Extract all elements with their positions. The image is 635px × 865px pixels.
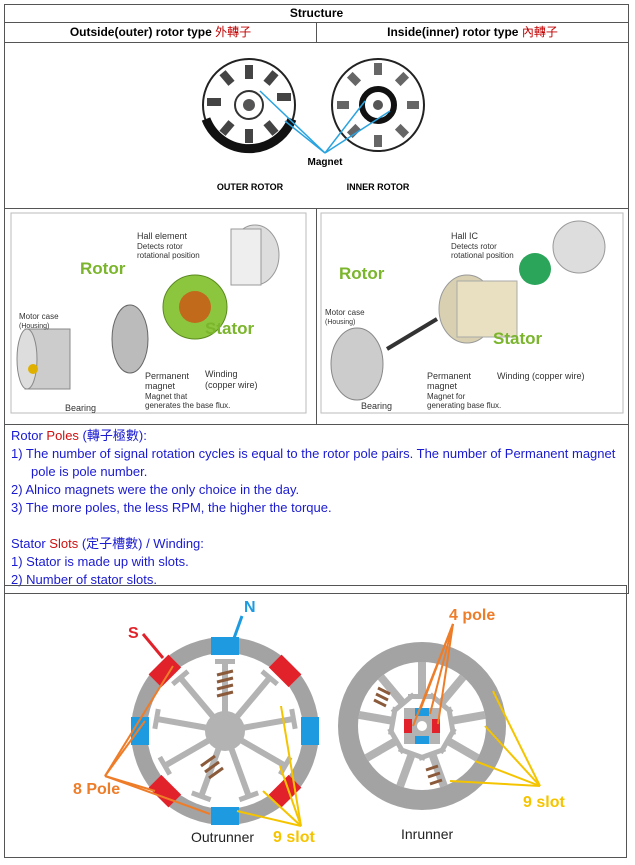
svg-text:Bearing: Bearing (65, 403, 96, 413)
hall-ic-label: Hall IC (451, 231, 479, 241)
rotor-poles-heading: Rotor Poles (轉子極數): (11, 427, 622, 445)
nine-slot-right-label: 9 slot (523, 794, 565, 811)
rotor-label-right: Rotor (339, 264, 385, 283)
svg-text:Detects rotor: Detects rotor (451, 242, 497, 251)
nine-slot-left-label: 9 slot (273, 829, 315, 846)
rotor-diagram-svg: Magnet OUTER ROTOR INNER ROTOR (5, 43, 626, 203)
outrunner-diagram: N S 8 Pole 9 slot Outrunner (73, 599, 319, 846)
svg-text:Permanent: Permanent (145, 371, 190, 381)
rotor-label-left: Rotor (80, 259, 126, 278)
outer-rotor-header: Outside(outer) rotor type 外轉子 (5, 23, 317, 43)
outer-rotor-label: OUTER ROTOR (217, 182, 284, 192)
svg-text:Magnet for: Magnet for (427, 392, 466, 401)
structure-title: Structure (5, 5, 629, 23)
four-pole-label: 4 pole (449, 607, 495, 624)
svg-text:Detects rotor: Detects rotor (137, 242, 183, 251)
svg-text:Winding (copper wire): Winding (copper wire) (497, 371, 585, 381)
svg-text:Bearing: Bearing (361, 401, 392, 411)
svg-text:magnet: magnet (427, 381, 458, 391)
rotor-note-2: 2) Alnico magnets were the only choice i… (11, 481, 622, 499)
rotor-note-3: 3) The more poles, the less RPM, the hig… (11, 499, 622, 517)
stator-label-left: Stator (205, 319, 255, 338)
stator-slots-heading: Stator Slots (定子槽數) / Winding: (11, 535, 622, 553)
svg-text:rotational position: rotational position (137, 251, 200, 260)
stator-label-right: Stator (493, 329, 543, 348)
svg-text:generating base flux.: generating base flux. (427, 401, 501, 410)
inner-exploded-svg: Hall IC Detects rotor rotational positio… (317, 209, 628, 419)
inrunner-label: Inrunner (401, 826, 453, 842)
svg-text:Motor case: Motor case (19, 312, 59, 321)
inner-rotor-header: Inside(inner) rotor type 內轉子 (317, 23, 629, 43)
svg-text:(copper wire): (copper wire) (205, 380, 258, 390)
runner-svg: N S 8 Pole 9 slot Outrunner (5, 586, 626, 857)
svg-text:(Housing): (Housing) (19, 323, 49, 330)
inner-exploded-view: Hall IC Detects rotor rotational positio… (317, 209, 629, 425)
svg-text:magnet: magnet (145, 381, 176, 391)
svg-text:Winding: Winding (205, 369, 238, 379)
runner-comparison-panel: N S 8 Pole 9 slot Outrunner (4, 585, 627, 858)
magnet-label: Magnet (308, 157, 344, 168)
inrunner-diagram: 4 pole 9 slot Inrunner (348, 607, 565, 842)
svg-text:rotational position: rotational position (451, 251, 514, 260)
hall-element-label: Hall element (137, 231, 188, 241)
rotor-comparison-diagram: Magnet OUTER ROTOR INNER ROTOR (5, 43, 629, 209)
svg-text:Motor case: Motor case (325, 308, 365, 317)
rotor-note-1: 1) The number of signal rotation cycles … (11, 445, 622, 481)
outer-exploded-view: Hall element Detects rotor rotational po… (5, 209, 317, 425)
stator-note-1: 1) Stator is made up with slots. (11, 553, 622, 571)
eight-pole-label: 8 Pole (73, 781, 120, 798)
outrunner-label: Outrunner (191, 829, 254, 845)
notes-panel: Rotor Poles (轉子極數): 1) The number of sig… (5, 425, 629, 594)
south-label: S (128, 625, 139, 642)
svg-text:Permanent: Permanent (427, 371, 472, 381)
svg-text:(Housing): (Housing) (325, 319, 355, 326)
svg-text:generates the base flux.: generates the base flux. (145, 401, 230, 410)
inner-rotor-label: INNER ROTOR (347, 182, 410, 192)
north-label: N (244, 599, 256, 616)
outer-exploded-svg: Hall element Detects rotor rotational po… (5, 209, 316, 419)
svg-text:Magnet that: Magnet that (145, 392, 188, 401)
